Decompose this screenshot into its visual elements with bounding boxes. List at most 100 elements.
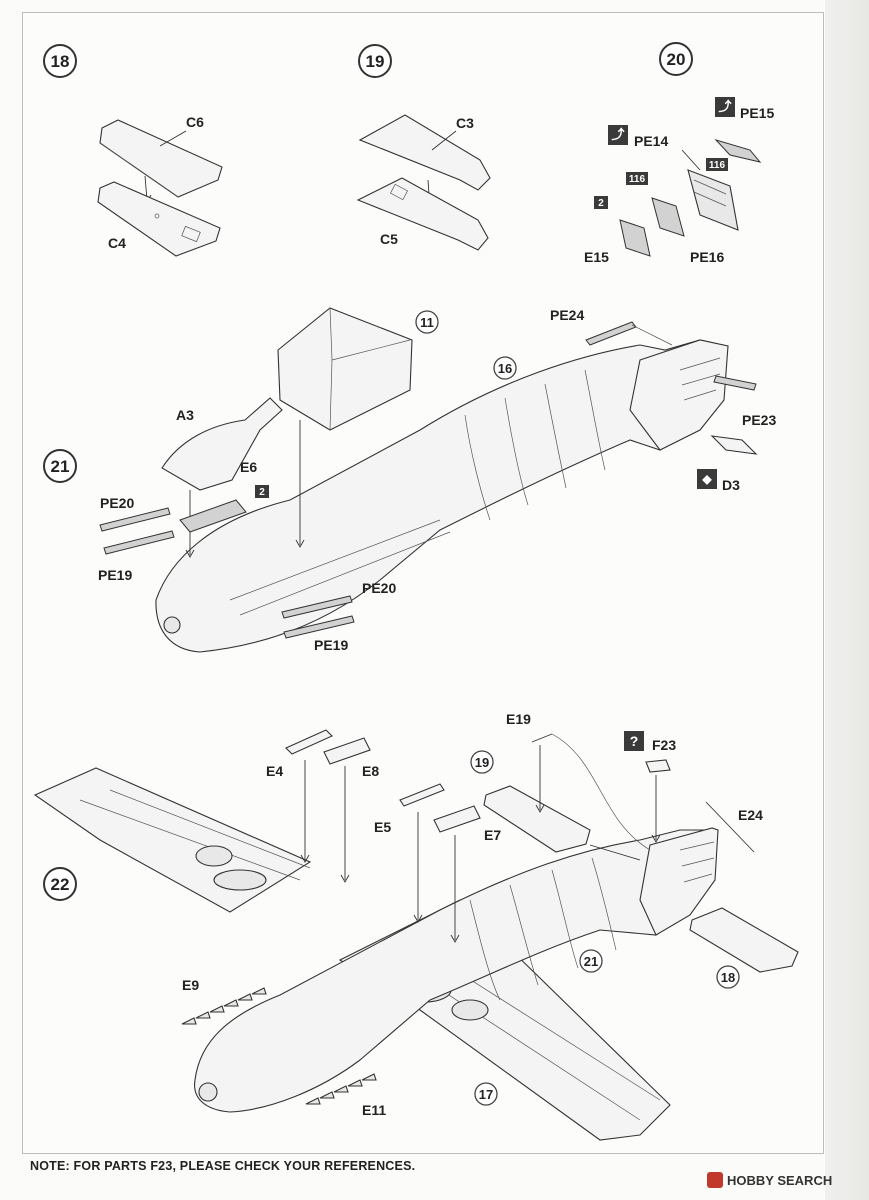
step-21-number: 21	[51, 457, 70, 476]
adjacent-page-edge	[825, 0, 869, 1200]
f23-arrow	[651, 775, 661, 843]
badge-116-a	[706, 158, 728, 171]
ref-11-marker	[415, 310, 439, 334]
part-e19-label: E19	[506, 711, 531, 727]
propeller-hub-step22	[198, 1082, 218, 1102]
part-pe24-label: PE24	[550, 307, 584, 323]
cockpit-tub-edges	[329, 307, 411, 431]
rudder-ribs-22	[679, 841, 715, 883]
e19-antenna-wire	[551, 733, 651, 851]
pe14-fold-badge	[608, 125, 628, 145]
left-wing	[33, 767, 312, 913]
badge-116-b-text: 116	[629, 174, 646, 185]
part-pe19-right-label: PE19	[314, 637, 348, 653]
e4-arrow	[300, 760, 310, 863]
step-19-number: 19	[366, 52, 385, 71]
part-pe16-shape	[651, 197, 685, 237]
part-c5-slot	[389, 183, 409, 201]
part-c6-label: C6	[186, 114, 204, 130]
references-note: NOTE: FOR PARTS F23, PLEASE CHECK YOUR R…	[30, 1159, 416, 1173]
ref-16-marker	[493, 356, 517, 380]
step-18-number: 18	[51, 52, 70, 71]
part-a3-label: A3	[176, 407, 194, 423]
part-e19-shape	[531, 733, 553, 743]
step-21-group: 21 11 16 A3 E6 2 PE20 PE19 PE20	[43, 307, 776, 653]
part-e4-label: E4	[266, 763, 283, 779]
watermark-text: HOBBY SEARCH	[727, 1172, 833, 1188]
part-pe16-label: PE16	[690, 249, 724, 265]
part-a3-shape	[161, 397, 283, 491]
flap-19-assembly	[483, 785, 591, 853]
left-wing-panel-lines	[79, 789, 311, 881]
seat-armor-detail	[693, 179, 727, 207]
step-20-number: 20	[667, 50, 686, 69]
part-e11-label: E11	[362, 1102, 386, 1118]
part-e6-shape	[179, 499, 247, 533]
part-pe24-shape	[585, 321, 637, 346]
e19-arrow	[535, 745, 545, 813]
hobby-search-logo-icon	[707, 1172, 723, 1188]
part-c6-leader	[159, 130, 187, 147]
e7-arrow	[450, 835, 460, 943]
hobby-search-watermark: HOBBY SEARCH	[707, 1170, 832, 1190]
e5-arrow	[413, 812, 423, 923]
part-pe20-right-label: PE20	[362, 580, 396, 596]
badge-2-b-text: 2	[259, 487, 265, 498]
rudder-ribs	[679, 357, 721, 401]
part-c3-label: C3	[456, 115, 474, 131]
step-22-group: 22 E4 E8 E5 E7 19	[33, 711, 799, 1141]
cockpit-tub-11	[277, 307, 413, 431]
badge-2-b	[255, 485, 269, 498]
e8-arrow	[340, 766, 350, 883]
pe14-fold-icon: ⤴	[611, 127, 625, 142]
right-wing-bulge	[451, 999, 489, 1021]
part-f23-label: F23	[652, 737, 676, 753]
part-e24-shape	[705, 801, 755, 853]
part-pe19-right-shape	[283, 615, 355, 639]
step-22-marker	[43, 867, 77, 901]
ref-21-number: 21	[584, 954, 598, 969]
part-e7-shape	[433, 805, 481, 833]
left-wheel-well	[213, 869, 267, 891]
ref-19-marker	[470, 750, 494, 774]
part-e15-label: E15	[584, 249, 609, 265]
part-d3-label: D3	[722, 477, 740, 493]
ref-16-number: 16	[498, 361, 512, 376]
ref-18-number: 18	[721, 970, 735, 985]
part-pe24-leader	[631, 324, 673, 346]
part-c3-shape	[358, 114, 491, 191]
part-pe15-label: PE15	[740, 105, 774, 121]
step-20-marker	[659, 42, 693, 76]
propeller-hub-step21	[163, 616, 181, 634]
ref-17-marker	[474, 1082, 498, 1106]
part-e8-label: E8	[362, 763, 379, 779]
step-18-marker	[43, 44, 77, 78]
part-c6-edge	[99, 142, 179, 198]
elevator-18-assembly	[689, 907, 799, 973]
part-pe20-left-label: PE20	[100, 495, 134, 511]
part-pe14-label: PE14	[634, 133, 668, 149]
d3-marker-badge	[697, 469, 717, 489]
part-pe19-left-label: PE19	[98, 567, 132, 583]
part-e7-label: E7	[484, 827, 501, 843]
d3-marker-icon: ◆	[701, 472, 712, 486]
part-e5-shape	[399, 783, 445, 807]
step-19-marker	[358, 44, 392, 78]
part-c4-hole	[154, 213, 160, 219]
part-pe20-left-shape	[99, 507, 171, 532]
badge-116-a-text: 116	[709, 160, 726, 171]
part-f23-shape	[645, 759, 671, 773]
left-wing-bulge	[195, 845, 233, 867]
step-19-group: 19 C3 C5	[356, 44, 491, 251]
part-c4-label: C4	[108, 235, 126, 251]
part-c4-shape	[97, 181, 221, 257]
part-e24-label: E24	[738, 807, 763, 823]
part-c5-label: C5	[380, 231, 398, 247]
part-e4-shape	[285, 729, 333, 755]
flap-19-arrow	[589, 844, 641, 861]
badge-2-a	[594, 196, 608, 209]
part-e8-shape	[323, 737, 371, 765]
ref-17-number: 17	[479, 1087, 493, 1102]
part-pe19-left-shape	[103, 530, 175, 555]
ref-18-marker	[716, 965, 740, 989]
